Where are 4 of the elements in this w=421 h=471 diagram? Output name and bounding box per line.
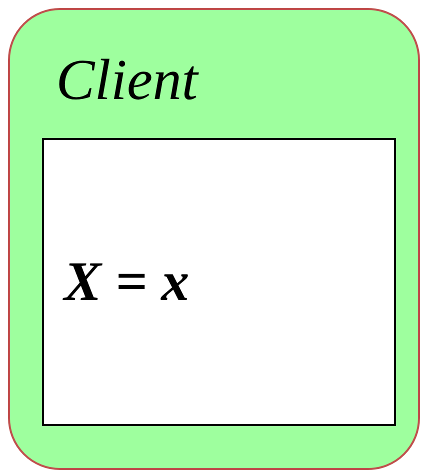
variable-box (42, 138, 396, 426)
container-box (8, 8, 420, 470)
container-title: Client (56, 46, 198, 113)
equation-text: X = x (64, 250, 190, 314)
